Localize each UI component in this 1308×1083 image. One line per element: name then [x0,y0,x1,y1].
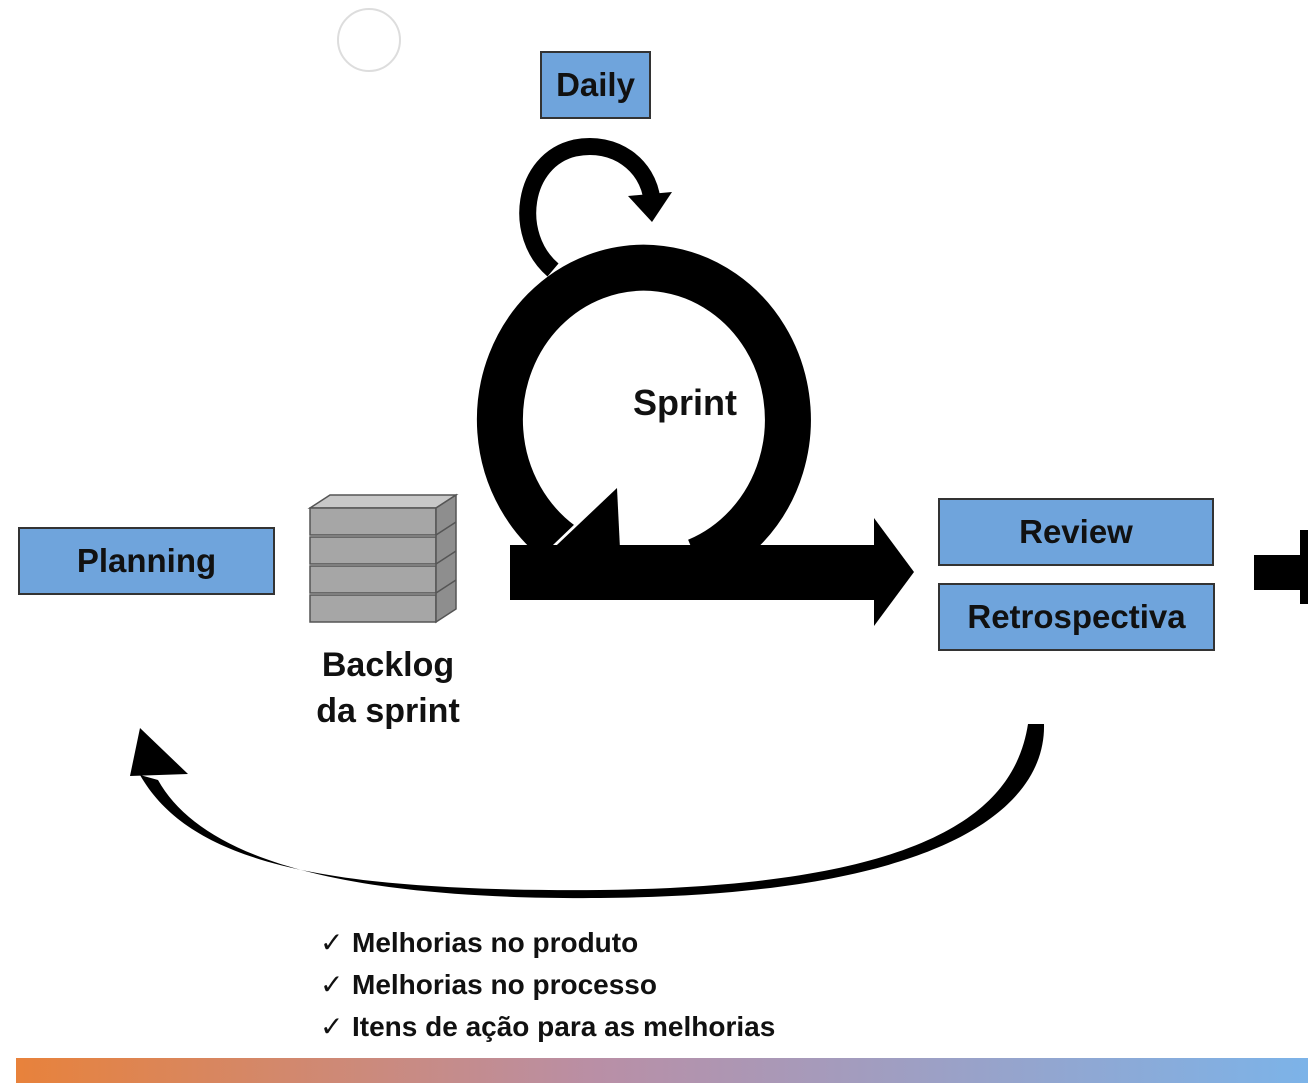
list-item: ✓ Melhorias no produto [320,922,775,964]
list-item-text: Itens de ação para as melhorias [352,1011,776,1042]
daily-loop-arrow [519,138,672,277]
right-exit-arrow [1254,530,1308,604]
flow-arrow-to-review [510,518,914,626]
list-item-text: Melhorias no produto [352,927,639,958]
checkmark-icon: ✓ [320,927,344,958]
backlog-stack-icon [307,493,459,624]
loading-circle-icon [337,8,401,72]
backlog-label-line2: da sprint [316,692,460,730]
list-item-text: Melhorias no processo [352,969,657,1000]
checkmark-icon: ✓ [320,969,344,1000]
daily-box: Daily [540,51,651,119]
bottom-gradient-bar [16,1058,1308,1083]
improvements-list: ✓ Melhorias no produto ✓ Melhorias no proc… [320,922,775,1048]
list-item: ✓ Melhorias no processo [320,964,775,1006]
feedback-return-arrow [130,724,1045,899]
review-box: Review [938,498,1214,566]
sprint-label: Sprint [633,382,737,423]
checkmark-icon: ✓ [320,1011,344,1042]
retrospective-box: Retrospectiva [938,583,1215,651]
backlog-label: Backlog da sprint [288,642,488,734]
backlog-label-line1: Backlog [321,646,455,684]
list-item: ✓ Itens de ação para as melhorias [320,1006,775,1048]
planning-box: Planning [18,527,275,595]
